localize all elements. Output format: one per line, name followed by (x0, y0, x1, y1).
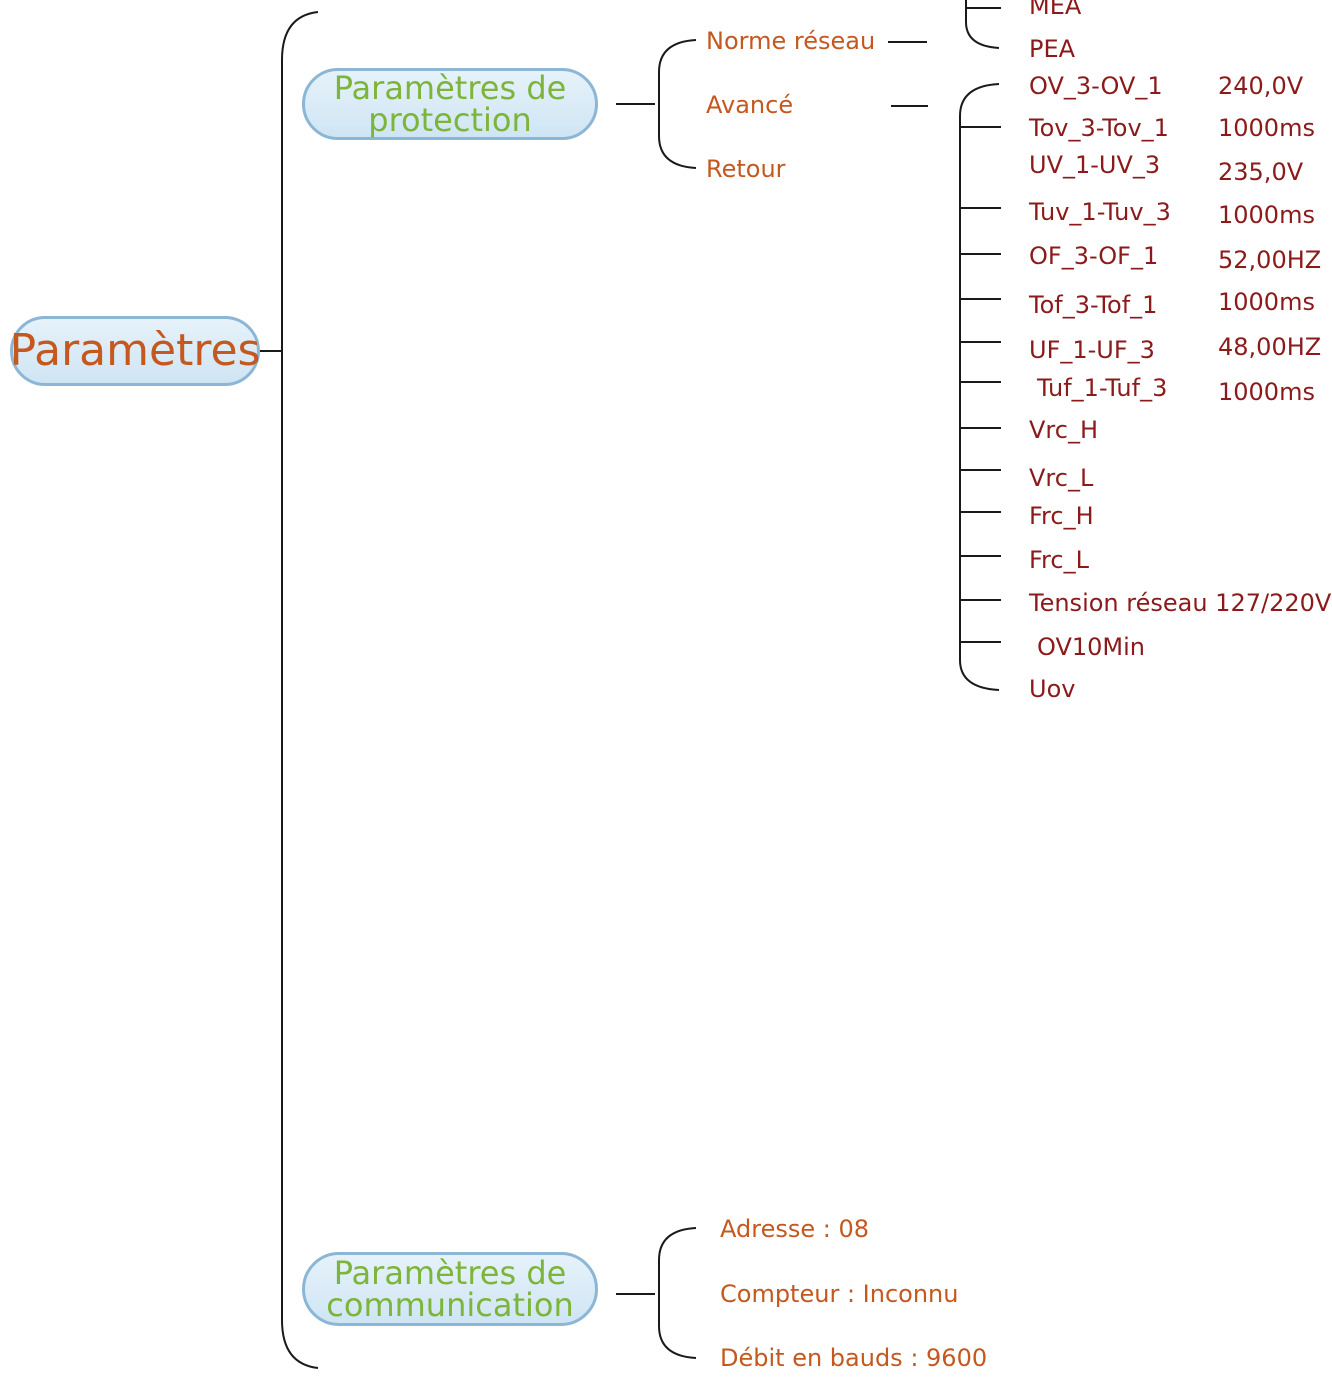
main-brace (281, 11, 319, 1369)
comm-item-baud-rate[interactable]: Débit en bauds : 9600 (720, 1344, 988, 1372)
adv-param-value: 1000ms (1218, 378, 1315, 406)
adv-param-name[interactable]: Frc_L (1029, 546, 1089, 574)
adv-param-name[interactable]: OV10Min (1037, 633, 1146, 661)
adv-param-name[interactable]: Tov_3-Tov_1 (1029, 114, 1169, 142)
adv-param-name[interactable]: UV_1-UV_3 (1029, 151, 1161, 179)
communication-label-line2: communication (326, 1286, 574, 1324)
adv-param-value: 240,0V (1218, 72, 1304, 100)
adv-param-name[interactable]: OV_3-OV_1 (1029, 72, 1163, 100)
protection-label-line1: Paramètres de (333, 69, 567, 107)
communication-settings-node[interactable]: Paramètres de communication (302, 1252, 598, 1326)
adv-param-name[interactable]: Vrc_H (1029, 416, 1098, 444)
adv-param-value: 235,0V (1218, 158, 1304, 186)
adv-param-name[interactable]: Tension réseau 127/220V (1029, 589, 1332, 617)
grid-standard-option-pea[interactable]: PEA (1029, 35, 1076, 63)
adv-param-value: 1000ms (1218, 288, 1315, 316)
grid-standard-brace (965, 0, 1000, 49)
adv-param-value: 48,00HZ (1218, 333, 1322, 361)
adv-param-value: 1000ms (1218, 201, 1315, 229)
comm-item-meter[interactable]: Compteur : Inconnu (720, 1280, 959, 1308)
adv-param-name[interactable]: Tuf_1-Tuf_3 (1037, 374, 1168, 402)
adv-param-name[interactable]: Uov (1029, 675, 1076, 703)
adv-param-value: 52,00HZ (1218, 246, 1322, 274)
adv-param-name[interactable]: Tuv_1-Tuv_3 (1029, 198, 1171, 226)
adv-param-name[interactable]: Vrc_L (1029, 464, 1094, 492)
communication-label-line1: Paramètres de (333, 1254, 567, 1292)
protection-brace (658, 39, 697, 169)
menu-item-grid-standard[interactable]: Norme réseau (706, 27, 876, 55)
grid-standard-option-mea[interactable]: MEA (1029, 0, 1082, 20)
protection-label-line2: protection (368, 101, 532, 139)
root-label: Paramètres (9, 325, 261, 376)
menu-item-advanced[interactable]: Avancé (706, 91, 794, 119)
adv-param-name[interactable]: UF_1-UF_3 (1029, 336, 1155, 364)
adv-param-name[interactable]: OF_3-OF_1 (1029, 242, 1159, 270)
protection-settings-node[interactable]: Paramètres de protection (302, 68, 598, 140)
menu-item-back[interactable]: Retour (706, 155, 786, 183)
adv-param-name[interactable]: Tof_3-Tof_1 (1029, 291, 1158, 319)
adv-param-value: 1000ms (1218, 114, 1315, 142)
advanced-brace (959, 83, 1000, 691)
communication-brace (658, 1227, 697, 1359)
root-node-parametres[interactable]: Paramètres (10, 316, 260, 386)
comm-item-address[interactable]: Adresse : 08 (720, 1215, 869, 1243)
adv-param-name[interactable]: Frc_H (1029, 502, 1094, 530)
